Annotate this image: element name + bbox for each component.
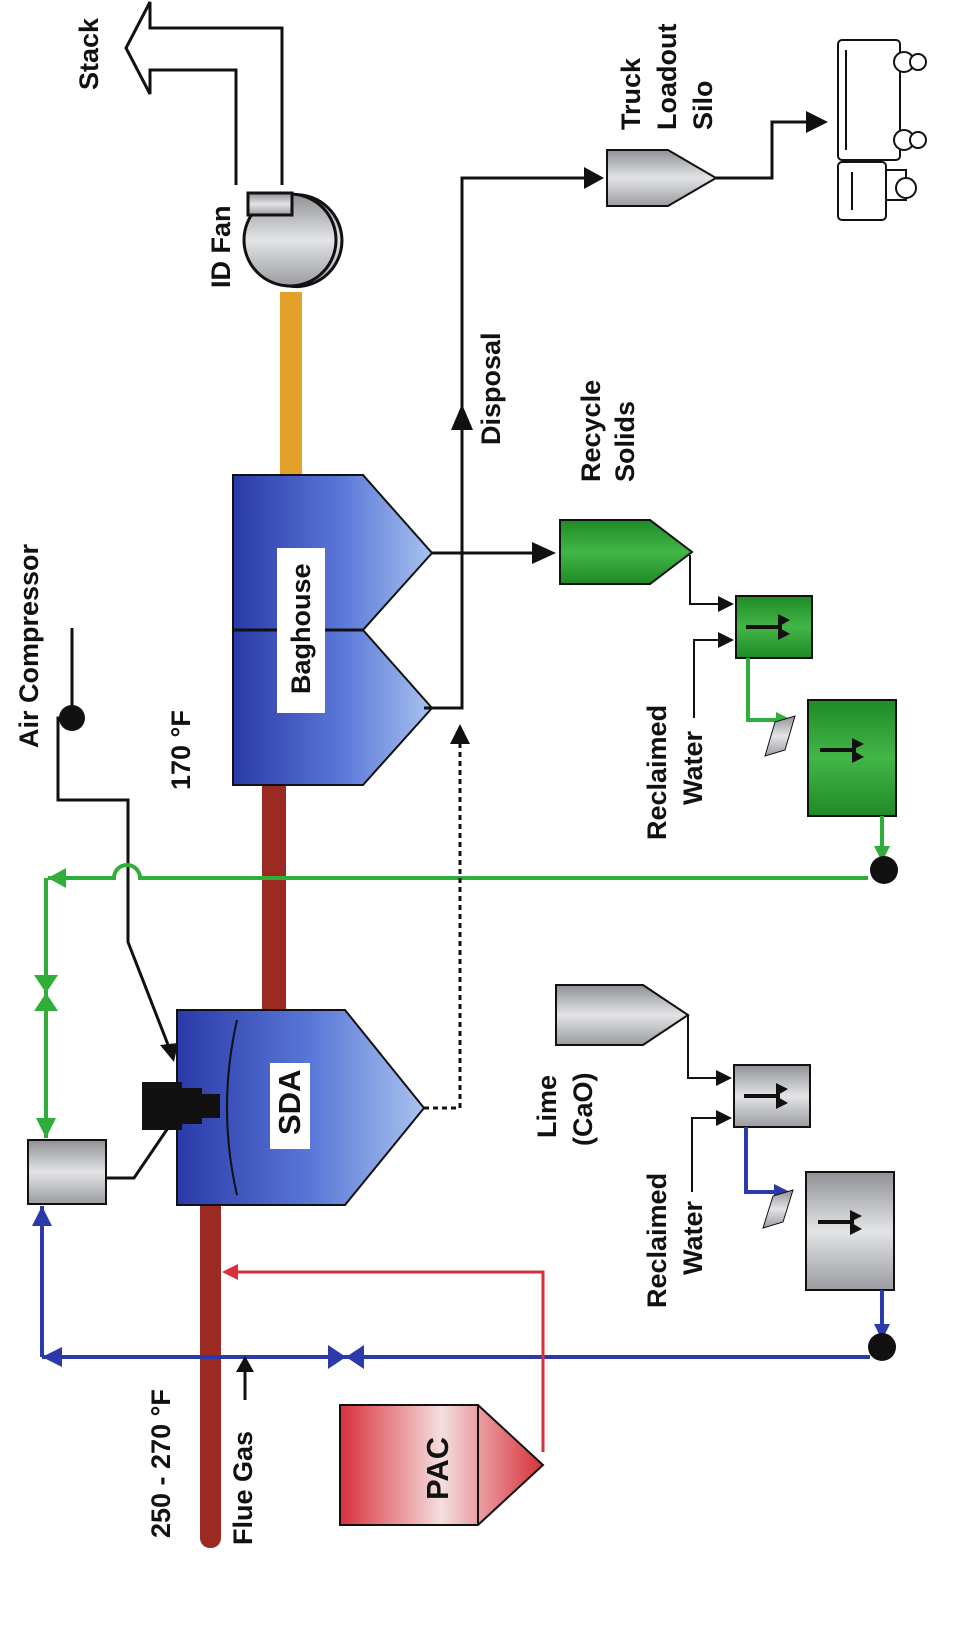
lime-mixer-paddle <box>762 1189 794 1229</box>
flue-gas-inlet-duct <box>200 1196 221 1548</box>
recycle-valve <box>34 975 58 1011</box>
recycle-mix-agitator <box>746 614 790 640</box>
lime-slurry-agitator <box>818 1210 862 1235</box>
id-fan <box>242 191 344 289</box>
truck-label: Truck <box>616 57 646 130</box>
silo-to-truck-line <box>716 120 815 180</box>
solids-label: Solids <box>610 401 640 482</box>
silo-inlet-arrow <box>584 167 604 189</box>
baghouse <box>232 474 434 786</box>
silo-label: Silo <box>688 80 718 130</box>
truck-loadout-silo <box>606 149 718 207</box>
lime-slurry-line <box>40 1206 870 1359</box>
lime-silo <box>555 984 690 1046</box>
truck-arrowhead <box>806 111 828 133</box>
recycle-mixer-paddle <box>764 715 796 757</box>
recycle-solids-arrow <box>532 542 556 564</box>
pac-line <box>226 1270 545 1452</box>
recycle-solids-hopper <box>559 519 694 585</box>
lime-transfer-line <box>744 1127 780 1194</box>
head-tank-to-atomizer <box>106 1127 170 1180</box>
reclaimed-water-lime-feed <box>691 1117 720 1192</box>
recycle-slurry-pump <box>870 856 898 884</box>
baghouse-label: Baghouse <box>286 563 316 694</box>
lime-to-tank-arrow <box>32 1206 52 1226</box>
air-compressor-pump <box>59 705 85 731</box>
reclaimed-label-lime: Reclaimed <box>642 1173 672 1308</box>
lime-slaker-agitator <box>744 1083 788 1109</box>
recycle-hopper-feed <box>689 555 722 605</box>
id-fan-label: ID Fan <box>206 205 236 288</box>
recycle-line-arrow <box>48 868 66 888</box>
truck <box>837 39 927 221</box>
reclaimed-label-recycle: Reclaimed <box>642 705 672 840</box>
reclaimed-water-recycle-feed <box>693 639 722 718</box>
sda-vessel <box>176 1009 426 1206</box>
disposal-label: Disposal <box>476 332 506 445</box>
head-tank <box>27 1139 107 1205</box>
baghouse-fan-duct <box>280 292 302 476</box>
lime-line-arrow <box>42 1347 62 1367</box>
air-arrowhead <box>160 1043 178 1062</box>
sda-label-box <box>270 1063 310 1149</box>
flue-gas-label: Flue Gas <box>228 1431 258 1545</box>
sda-solids-arrow <box>450 724 470 744</box>
lime-valve <box>328 1345 364 1369</box>
outlet-temperature-label: 170 °F <box>166 710 196 790</box>
pac-arrowhead <box>222 1264 238 1280</box>
inlet-temperature-label: 250 - 270 °F <box>146 1389 176 1538</box>
water-label-recycle: Water <box>678 730 708 805</box>
stack-label: Stack <box>74 17 104 90</box>
sda-solids-dotted <box>424 735 462 1110</box>
air-compressor-line <box>56 628 174 1056</box>
baghouse-solids-line <box>424 176 590 710</box>
baghouse-label-box <box>277 548 325 713</box>
lime-feed-line <box>687 1015 720 1079</box>
pac-label: PAC <box>420 1437 455 1500</box>
sda-label: SDA <box>272 1070 307 1135</box>
recycle-transfer-line <box>746 658 782 722</box>
atomizer <box>142 1082 220 1130</box>
recycle-slurry-agitator <box>820 738 864 763</box>
lime-label: Lime <box>532 1075 562 1138</box>
sda-baghouse-duct <box>262 785 286 1011</box>
recycle-to-tank-arrow <box>36 1118 56 1138</box>
disposal-arrow <box>451 404 473 430</box>
water-label-lime: Water <box>678 1200 708 1275</box>
pac-silo <box>339 1404 545 1526</box>
air-compressor-label: Air Compressor <box>14 543 44 748</box>
lime-slurry-pump <box>868 1333 896 1361</box>
stack-arrow <box>124 1 284 185</box>
loadout-label: Loadout <box>652 24 682 130</box>
flue-gas-arrowhead <box>236 1356 254 1372</box>
cao-label: (CaO) <box>568 1073 598 1147</box>
recycle-label: Recycle <box>576 380 606 482</box>
